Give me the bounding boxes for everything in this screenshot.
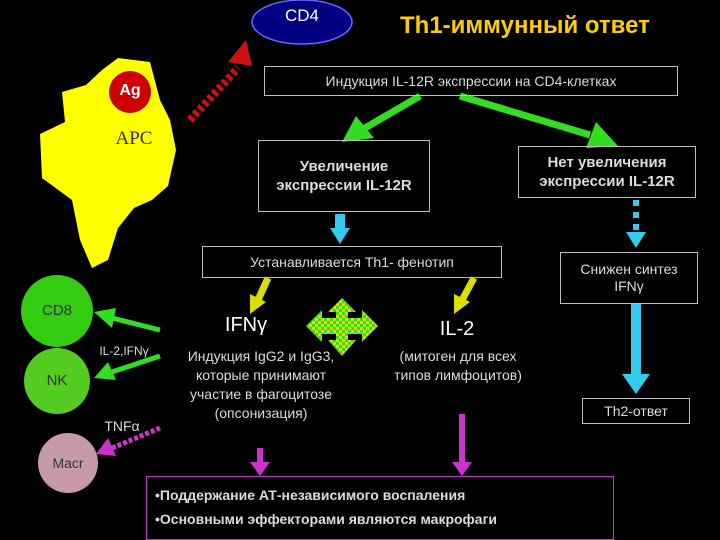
ifn-label: IFNγ (224, 314, 268, 336)
slide-title: Th1-иммунный ответ (400, 12, 650, 39)
conclusions-box: •Поддержание АТ-независимого воспаления … (146, 476, 614, 540)
macr-cell-shape (38, 433, 98, 493)
cd8-label: CD8 (41, 302, 72, 319)
increase-box: Увеличение экспрессии IL-12R (258, 140, 430, 212)
nk-cell-shape (24, 348, 90, 414)
th1-phenotype-box: Устанавливается Th1- фенотип (202, 246, 502, 278)
apc-label: APC (115, 128, 153, 149)
il2-label: IL-2 (439, 318, 475, 340)
cd4-label: CD4 (284, 6, 319, 25)
th2-box: Th2-ответ (582, 398, 690, 424)
conclusion-item: •Основными эффекторами являются макрофаг… (155, 511, 498, 527)
four-way-arrow (306, 298, 378, 356)
no-increase-box: Нет увеличения экспрессии IL-12R (518, 146, 696, 198)
macr-label: Macr (52, 455, 84, 471)
il2-description: (митоген для всех типов лимфоцитов) (394, 348, 522, 383)
reduced-ifn-box: Снижен синтез IFNγ (560, 252, 698, 304)
tnf-label: TNFα (104, 418, 140, 434)
induction-box: Индукция IL-12R экспрессии на CD4-клетка… (264, 66, 678, 96)
ifn-description: Индукция IgG2 и IgG3, которые принимают … (187, 348, 335, 421)
conclusion-item: •Поддержание АТ-независимого воспаления (155, 487, 466, 503)
apc-cell-shape (40, 58, 176, 268)
il2-ifn-small-label: IL-2,IFNγ (99, 344, 149, 358)
nk-label: NK (46, 372, 68, 389)
cd8-cell-shape (21, 275, 93, 347)
ag-label: Ag (119, 82, 141, 99)
cd4-cell-shape (251, 0, 353, 45)
ag-cell-shape (109, 71, 151, 113)
